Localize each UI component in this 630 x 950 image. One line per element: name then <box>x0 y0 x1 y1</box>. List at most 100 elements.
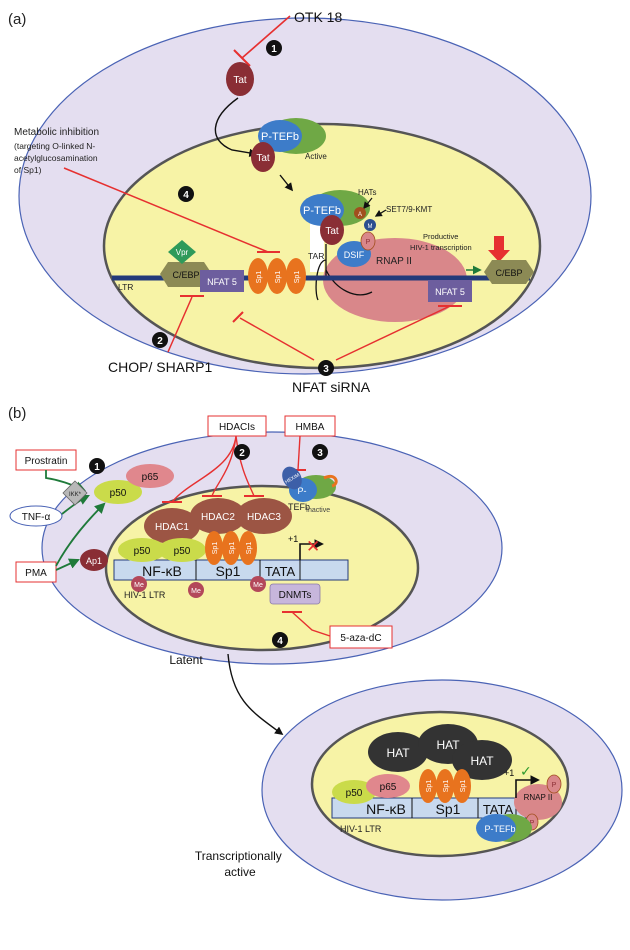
nfat-sirna-bar-left <box>232 311 244 323</box>
acetyl-mark-label: A <box>358 212 362 218</box>
step-number: 1 <box>271 44 277 55</box>
hdacis-box <box>207 415 267 437</box>
hmba-box <box>284 415 336 437</box>
p50-label: p50 <box>134 546 151 557</box>
tefb-label: TEFb <box>288 502 310 512</box>
acetyl-mark <box>354 207 366 219</box>
ap1-factor <box>80 549 108 571</box>
nfat-sirna-line-right <box>335 305 451 361</box>
ikk-label: IKK* <box>69 492 82 498</box>
rnap-label: RNAP II <box>376 256 412 267</box>
metabolic-inhibition-label: Metabolic inhibition (targeting O-linked… <box>14 127 102 175</box>
cebp-label: C/EBP <box>495 268 522 278</box>
sp1-label: Sp1 <box>426 780 433 793</box>
plus1-label: +1 <box>504 768 514 778</box>
transcription-start-arrow <box>299 539 324 560</box>
sp1-label: Sp1 <box>294 271 301 284</box>
methylation-mark <box>131 576 147 592</box>
sp1-label: Sp1 <box>229 542 236 555</box>
methyl-mark <box>364 219 376 231</box>
sp1-factor <box>239 531 257 565</box>
tat-label: Tat <box>325 226 339 237</box>
inactive-label: Inactive <box>306 507 330 514</box>
pma-label: PMA <box>25 568 47 579</box>
step-number: 3 <box>317 448 323 459</box>
dnmts-label: DNMTs <box>279 590 312 601</box>
ptefb-label: P-TEFb <box>484 824 515 834</box>
ptefb-cdk9 <box>258 120 302 152</box>
methylation-mark <box>250 576 266 592</box>
hmba-label: HMBA <box>296 422 325 433</box>
sp1-factor <box>453 769 471 803</box>
panel-b-label: (b) <box>8 405 26 422</box>
hdac3 <box>236 498 292 534</box>
sp1-factor <box>205 531 223 565</box>
p65-factor <box>126 464 174 488</box>
nfat-sirna-label: NFAT siRNA <box>292 379 371 395</box>
hat-enzyme <box>368 732 428 772</box>
methyl-mark-label: M <box>368 224 373 230</box>
pma-box <box>15 561 57 583</box>
hdac2-label: HDAC2 <box>201 512 235 523</box>
phospho-label: P <box>366 239 371 246</box>
cebp-factor <box>160 262 212 287</box>
step-marker <box>272 632 288 648</box>
chop-inhibition-line <box>167 296 193 353</box>
p50-factor <box>118 538 166 562</box>
sp1-factor <box>286 258 306 294</box>
pma-arrow <box>55 558 80 571</box>
step-marker <box>318 360 334 376</box>
sp1-factor <box>222 531 240 565</box>
nfat5-factor <box>428 280 472 302</box>
prostratin-label: Prostratin <box>25 456 68 467</box>
tata-label: TATA <box>483 802 514 817</box>
sp1-label: Sp1 <box>212 542 219 555</box>
hdac3-label: HDAC3 <box>247 512 281 523</box>
hdacis-label: HDACIs <box>219 422 255 433</box>
nfat5-label: NFAT 5 <box>207 277 237 287</box>
step-number: 2 <box>157 336 163 347</box>
step-number: 4 <box>277 636 283 647</box>
cebp-factor <box>484 260 534 284</box>
nfat-sirna-line-left <box>239 317 315 361</box>
sp1-site-label: Sp1 <box>436 801 461 817</box>
p50-factor <box>158 538 206 562</box>
sp1-label: Sp1 <box>443 780 450 793</box>
phospho-mark <box>360 231 376 251</box>
ltr-label: LTR <box>118 282 133 292</box>
sp1-label: Sp1 <box>246 542 253 555</box>
panel-a-label: (a) <box>8 11 26 28</box>
p65-label: p65 <box>142 472 159 483</box>
ptefb-label: P-TEFb <box>261 131 299 143</box>
phospho-label: P <box>552 782 557 789</box>
tat-import-arrow <box>214 97 258 158</box>
sp1-factor <box>436 769 454 803</box>
step-marker <box>89 458 105 474</box>
ptefb-label: P-TEFb <box>303 205 341 217</box>
ap1-label: Ap1 <box>86 556 102 566</box>
nfkb-site-label: NF-κB <box>366 801 406 817</box>
azadc-inhibition-line <box>291 611 331 637</box>
cebp-label: C/EBP <box>172 270 199 280</box>
rnap-ii <box>514 784 562 820</box>
plus1-label: +1 <box>288 534 298 544</box>
otk18-inhibition-line <box>241 15 291 59</box>
nfat5-factor <box>200 270 244 292</box>
step-marker <box>266 40 282 56</box>
tat-protein <box>320 215 344 245</box>
p50-label: p50 <box>174 546 191 557</box>
hat-label: HAT <box>386 746 410 760</box>
chop-sharp1-label: CHOP/ SHARP1 <box>108 359 212 375</box>
p65-factor <box>366 774 410 798</box>
p50-label: p50 <box>110 488 127 499</box>
sp1-label: Sp1 <box>275 271 282 284</box>
vpr-protein <box>168 240 196 264</box>
hat-label: HAT <box>470 754 494 768</box>
step-number: 2 <box>239 448 245 459</box>
latent-label: Latent <box>169 653 203 667</box>
vpr-label: Vpr <box>176 248 189 257</box>
hdac1 <box>144 508 200 544</box>
p50-factor <box>332 780 376 804</box>
p50-label: p50 <box>346 788 363 799</box>
